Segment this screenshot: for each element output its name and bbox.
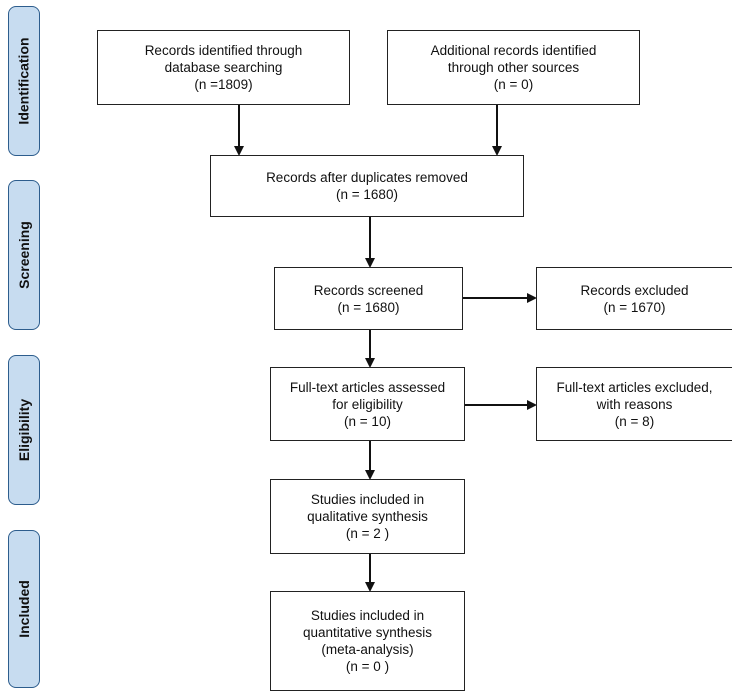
box-qualitative-synthesis: Studies included in qualitative synthesi… xyxy=(270,479,465,554)
box-line: (n = 0) xyxy=(493,77,534,92)
box-line: Records after duplicates removed xyxy=(266,170,468,185)
phase-eligibility: Eligibility xyxy=(8,355,40,505)
box-quantitative-synthesis: Studies included in quantitative synthes… xyxy=(270,591,465,691)
phase-included: Included xyxy=(8,530,40,688)
box-line: (n = 10) xyxy=(344,413,391,429)
box-line: with reasons xyxy=(596,396,673,412)
box-line: (n = 1670) xyxy=(603,299,666,315)
box-line: Records excluded xyxy=(580,282,689,298)
box-line: (n = 8) xyxy=(614,413,655,429)
box-line: through other sources xyxy=(447,60,580,75)
box-line: (n = 1680) xyxy=(336,187,398,202)
box-line: Studies included in xyxy=(310,492,425,507)
box-duplicates-removed: Records after duplicates removed (n = 16… xyxy=(210,155,524,217)
box-line: (n =1809) xyxy=(194,77,253,92)
box-records-screened: Records screened (n = 1680) xyxy=(274,267,463,330)
box-line: database searching xyxy=(164,60,283,75)
phase-screening: Screening xyxy=(8,180,40,330)
box-line: (n = 1680) xyxy=(337,299,400,315)
box-records-excluded: Records excluded (n = 1670) xyxy=(536,267,732,330)
box-line: qualitative synthesis xyxy=(307,509,428,524)
box-line: (meta-analysis) xyxy=(321,642,414,657)
box-line: (n = 0 ) xyxy=(345,659,390,674)
box-line: Full-text articles assessed xyxy=(289,379,446,395)
box-fulltext-assessed: Full-text articles assessed for eligibil… xyxy=(270,367,465,441)
box-line: Records identified through xyxy=(144,43,303,58)
box-other-sources: Additional records identified through ot… xyxy=(387,30,640,105)
box-line: quantitative synthesis xyxy=(302,625,433,640)
box-line: Additional records identified xyxy=(430,43,597,58)
box-line: Full-text articles excluded, xyxy=(556,379,713,395)
phase-identification: Identification xyxy=(8,6,40,156)
box-line: for eligibility xyxy=(332,396,403,412)
box-line: (n = 2 ) xyxy=(345,526,390,541)
box-database-search: Records identified through database sear… xyxy=(97,30,350,105)
box-fulltext-excluded: Full-text articles excluded, with reason… xyxy=(536,367,732,441)
box-line: Studies included in xyxy=(310,608,425,623)
box-line: Records screened xyxy=(313,282,424,298)
